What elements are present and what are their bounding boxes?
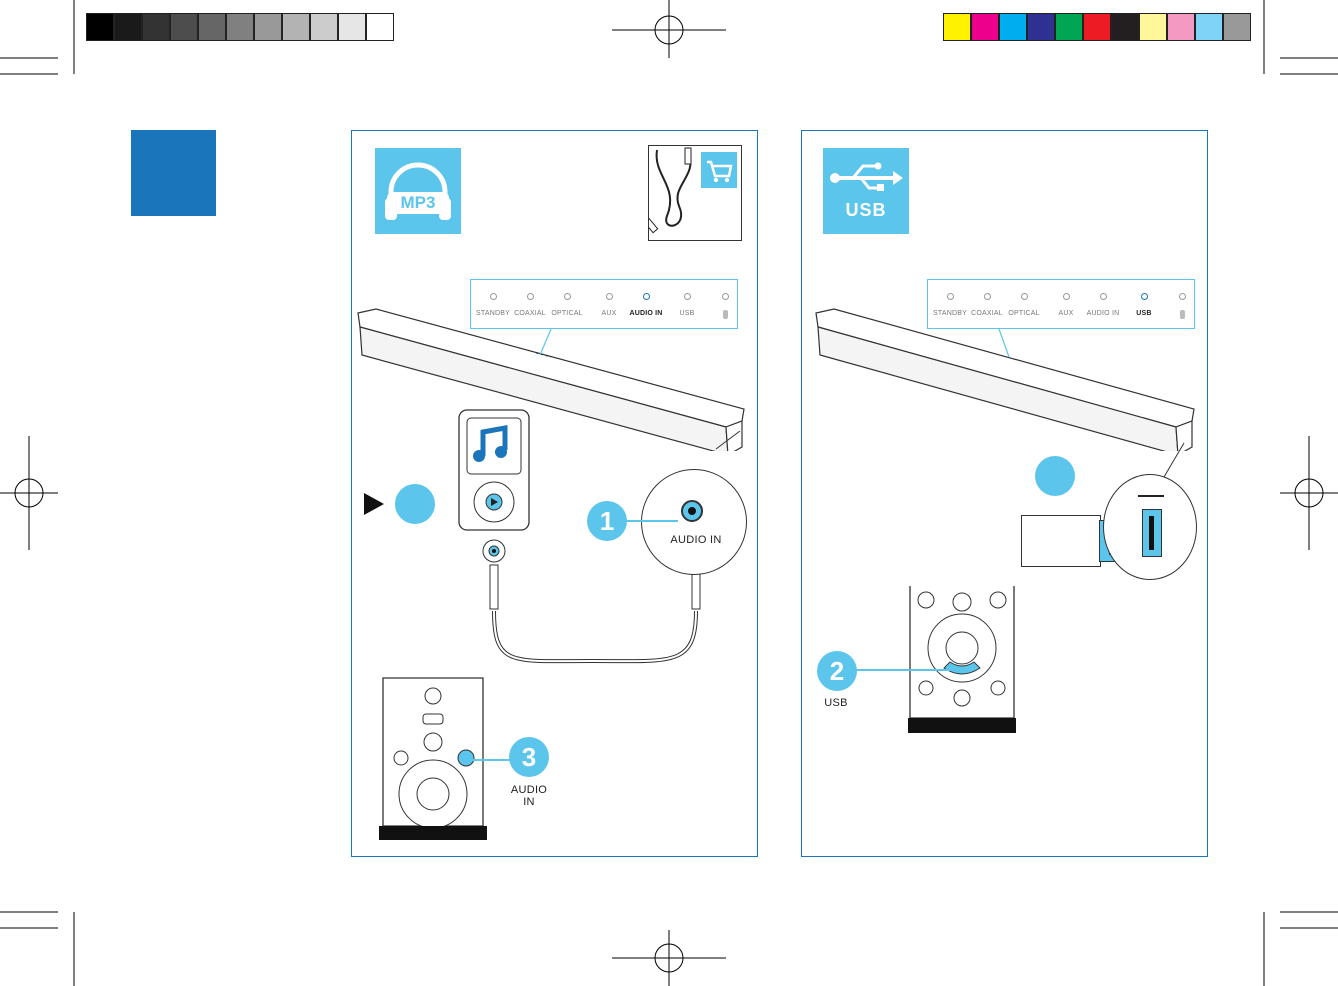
step-usb-circle [1035, 456, 1075, 496]
usb-port [1142, 509, 1162, 557]
step-number: 2 [817, 651, 857, 691]
usb-zoom-pointer [1162, 441, 1192, 481]
usb-port-symbol-icon [1138, 495, 1164, 497]
soundbar-illustration [814, 301, 1204, 451]
process-color-swatch [1167, 13, 1195, 41]
accessory-box [648, 145, 742, 241]
process-color-swatch [943, 13, 971, 41]
process-color-swatch [1139, 13, 1167, 41]
section-marker [131, 130, 216, 216]
gray-swatch [170, 13, 198, 41]
process-color-swatch [999, 13, 1027, 41]
usb-port-tongue [1149, 516, 1154, 550]
process-color-swatch [1083, 13, 1111, 41]
gray-swatch [282, 13, 310, 41]
step-play-circle [395, 484, 435, 524]
audio-in-jack-label: AUDIO IN [656, 534, 736, 546]
process-color-swatch [1223, 13, 1251, 41]
soundbar-illustration [356, 301, 746, 451]
audio-in-zoom-circle: AUDIO IN [641, 469, 747, 575]
headphones-icon [375, 148, 461, 234]
shopping-cart-icon [701, 152, 737, 188]
usb-badge: USB [823, 200, 909, 221]
cart-tile [701, 152, 737, 188]
gray-swatch [254, 13, 282, 41]
audio-cable-icon [649, 146, 709, 240]
gray-swatch [226, 13, 254, 41]
gray-swatch [86, 13, 114, 41]
gray-swatch [198, 13, 226, 41]
process-color-swatch [1195, 13, 1223, 41]
gray-swatch [366, 13, 394, 41]
gray-swatch [338, 13, 366, 41]
audio-in-panel: MP3 STANDBY COAXIAL OPTICAL AUX AUDIO IN… [351, 130, 758, 857]
step-number: 1 [587, 501, 627, 541]
usb-mode-tile: USB [823, 148, 909, 234]
remote-usb-label: USB [816, 697, 856, 709]
process-color-swatch [1055, 13, 1083, 41]
mp3-badge: MP3 [387, 192, 449, 214]
step-number: 3 [509, 737, 549, 777]
gray-swatch [142, 13, 170, 41]
usb-drive-body [1021, 515, 1101, 567]
step-connector-line [854, 669, 954, 671]
usb-port-zoom-circle [1103, 474, 1197, 580]
step-connector-line [622, 520, 678, 522]
usb-panel: USB STANDBY COAXIAL OPTICAL AUX AUDIO IN… [801, 130, 1208, 857]
play-arrow-icon [364, 493, 384, 515]
process-color-swatch [1027, 13, 1055, 41]
process-color-swatch [971, 13, 999, 41]
usb-icon [823, 148, 909, 198]
gray-swatch [114, 13, 142, 41]
audio-in-jack-center [688, 507, 696, 515]
remote-control-illustration [906, 586, 1018, 736]
gray-swatch [310, 13, 338, 41]
process-color-swatch [1111, 13, 1139, 41]
mp3-mode-tile: MP3 [375, 148, 461, 234]
